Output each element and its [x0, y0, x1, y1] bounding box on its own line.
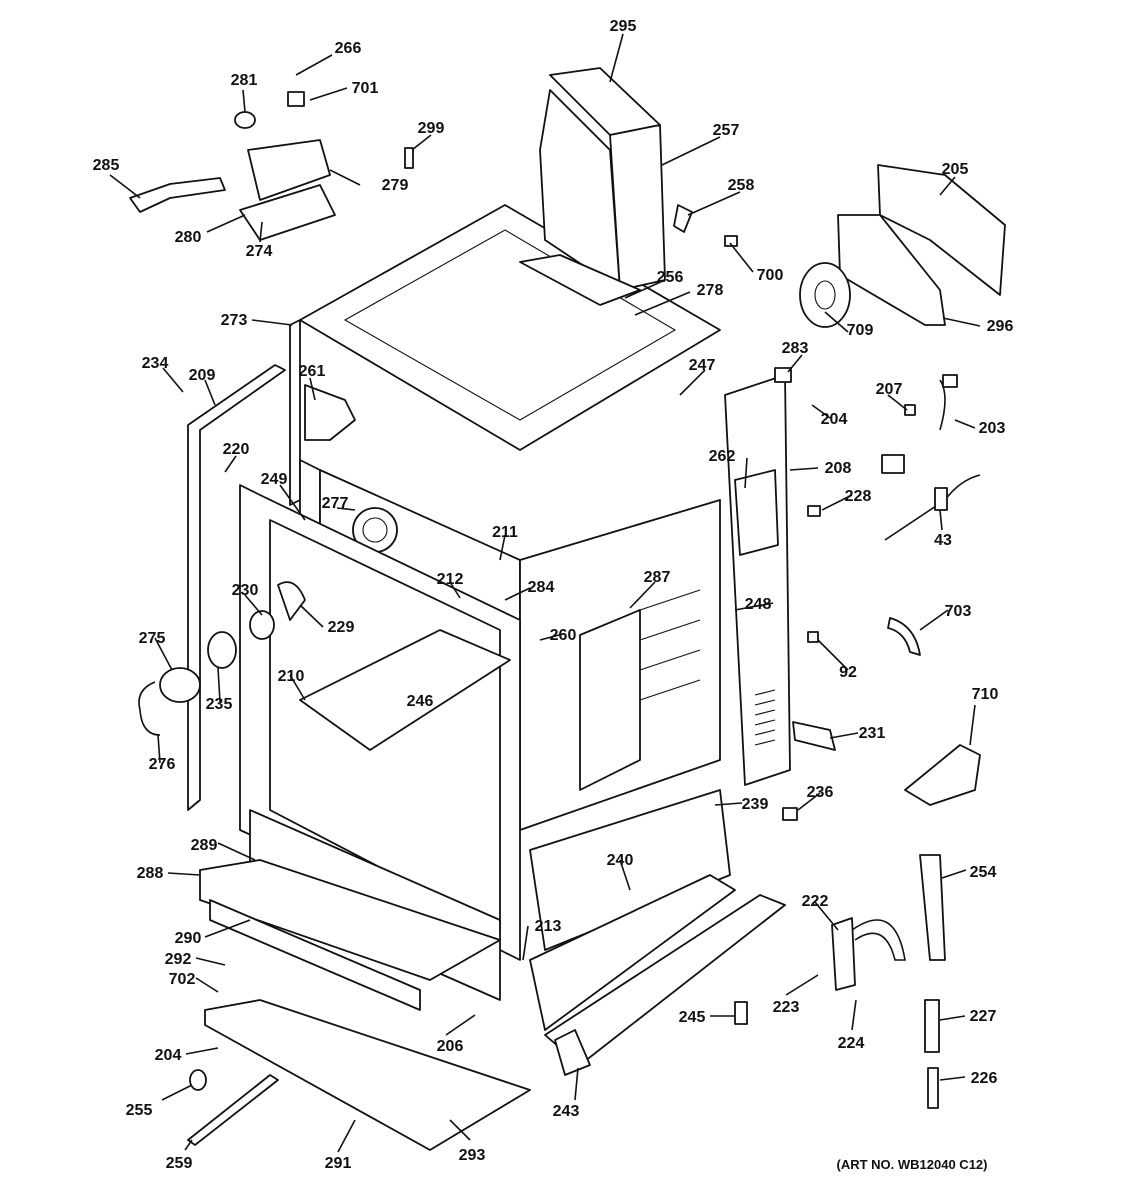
part-label: 231: [859, 725, 886, 742]
part-label: 240: [607, 852, 634, 869]
part-label: 213: [535, 918, 562, 935]
part-label: 275: [139, 630, 166, 647]
part-label: 236: [807, 784, 834, 801]
part-label: 43: [934, 532, 952, 549]
part-label: 702: [169, 971, 196, 988]
part-label: 245: [679, 1009, 706, 1026]
part-label: 92: [839, 664, 857, 681]
part-label: 284: [528, 579, 555, 596]
part-label: 700: [757, 267, 784, 284]
part-label: 258: [728, 177, 755, 194]
part-label: 266: [335, 40, 362, 57]
rear-panels: [799, 164, 1006, 328]
part-label: 234: [142, 355, 169, 372]
part-label: 229: [328, 619, 355, 636]
part-label: 224: [838, 1035, 865, 1052]
part-label: 287: [644, 569, 671, 586]
lower-drawer: [529, 789, 786, 1076]
top-left-components: [129, 91, 414, 241]
part-label: 230: [232, 582, 259, 599]
part-label: 207: [876, 381, 903, 398]
part-label: 210: [278, 668, 305, 685]
part-label: 209: [189, 367, 216, 384]
part-label: 227: [970, 1008, 997, 1025]
part-label: 296: [987, 318, 1014, 335]
part-label: 283: [782, 340, 809, 357]
part-label: 279: [382, 177, 409, 194]
part-label: 292: [165, 951, 192, 968]
part-label: 274: [246, 243, 273, 260]
leader-lines: [109, 33, 981, 1153]
part-label: 203: [979, 420, 1006, 437]
part-label: 288: [137, 865, 164, 882]
part-label: 295: [610, 18, 637, 35]
part-label: 281: [231, 72, 258, 89]
part-label: 256: [657, 269, 684, 286]
part-label: 243: [553, 1103, 580, 1120]
part-label: 299: [418, 120, 445, 137]
part-label: 205: [942, 161, 969, 178]
part-label: 246: [407, 693, 434, 710]
part-label: 220: [223, 441, 250, 458]
part-label: 289: [191, 837, 218, 854]
part-label: 262: [709, 448, 736, 465]
part-label: 278: [697, 282, 724, 299]
part-label: 228: [845, 488, 872, 505]
part-labels: 295 266 701 281 299 257 285 279 258 205 …: [93, 18, 1014, 1172]
side-trim-left: [187, 364, 286, 811]
part-label: 226: [971, 1070, 998, 1087]
part-label: 255: [126, 1102, 153, 1119]
part-label: 290: [175, 930, 202, 947]
small-parts: [138, 204, 981, 1146]
part-label: 204: [821, 411, 848, 428]
part-label: 701: [352, 80, 379, 97]
part-label: 257: [713, 122, 740, 139]
part-label: 703: [945, 603, 972, 620]
part-label: 276: [149, 756, 176, 773]
part-label: 248: [745, 596, 772, 613]
oven-cabinet: [199, 204, 721, 1151]
part-label: 273: [221, 312, 248, 329]
part-label: 710: [972, 686, 999, 703]
part-label: 222: [802, 893, 829, 910]
part-label: 254: [970, 864, 997, 881]
vent-duct: [519, 67, 666, 306]
side-trim-right: [724, 374, 791, 786]
part-label: 285: [93, 157, 120, 174]
part-label: 239: [742, 796, 769, 813]
part-label: 709: [847, 322, 874, 339]
part-label: 247: [689, 357, 716, 374]
part-label: 259: [166, 1155, 193, 1172]
part-label: 291: [325, 1155, 352, 1172]
part-label: 249: [261, 471, 288, 488]
part-label: 260: [550, 627, 577, 644]
part-label: 293: [459, 1147, 486, 1164]
part-label: 277: [322, 495, 349, 512]
art-number: (ART NO. WB12040 C12): [837, 1157, 988, 1172]
part-label: 211: [492, 524, 518, 541]
part-label: 235: [206, 696, 233, 713]
part-label: 208: [825, 460, 852, 477]
part-label: 261: [299, 363, 326, 380]
part-label: 223: [773, 999, 800, 1016]
part-label: 212: [437, 571, 464, 588]
part-label: 204: [155, 1047, 182, 1064]
part-label: 206: [437, 1038, 464, 1055]
part-label: 280: [175, 229, 202, 246]
